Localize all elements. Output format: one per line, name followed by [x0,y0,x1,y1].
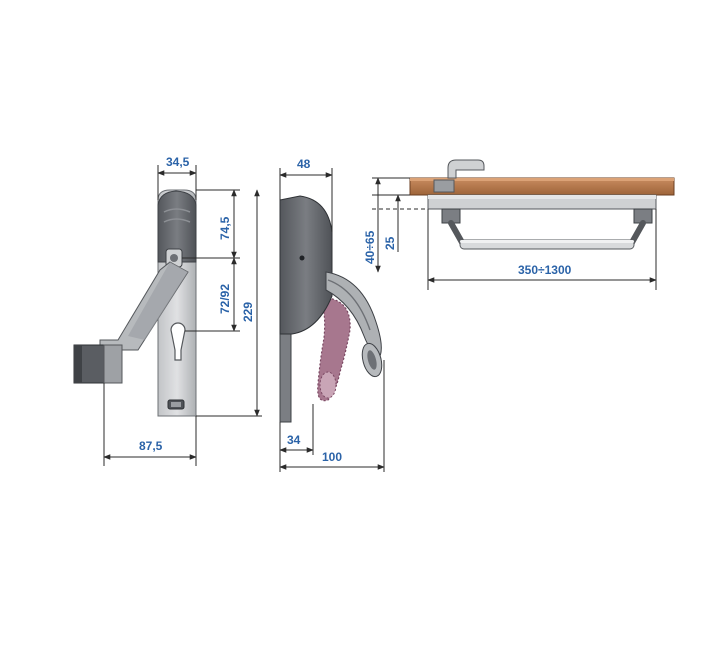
front-view [73,189,197,417]
side-base-rod [279,329,292,423]
dim-front-upper: 74,5 [218,216,232,240]
top-dimensions [372,177,657,290]
key-cylinder [170,322,186,361]
dim-front-total: 229 [241,302,255,322]
side-view [279,195,383,423]
side-dimensions [279,168,385,472]
dim-front-width: 34,5 [166,155,190,169]
front-dimension-labels: 34,5 74,5 72/92 229 87,5 [139,155,255,453]
dim-top-total-depth: 40÷65 [363,230,377,264]
dim-side-total: 100 [322,450,342,464]
side-housing [279,195,333,335]
dim-top-bar-depth: 25 [383,236,397,250]
top-dimension-labels: 40÷65 25 350÷1300 [363,230,572,277]
dim-side-width: 48 [297,157,311,171]
front-dimensions [103,165,262,466]
dim-front-projection: 87,5 [139,439,163,453]
dim-front-lower: 72/92 [218,284,232,314]
dim-top-length: 350÷1300 [518,263,572,277]
top-view [409,159,675,250]
front-housing [157,190,197,263]
top-handle [447,159,485,179]
side-dimension-labels: 48 34 100 [287,157,342,464]
dim-side-base: 34 [287,433,301,447]
